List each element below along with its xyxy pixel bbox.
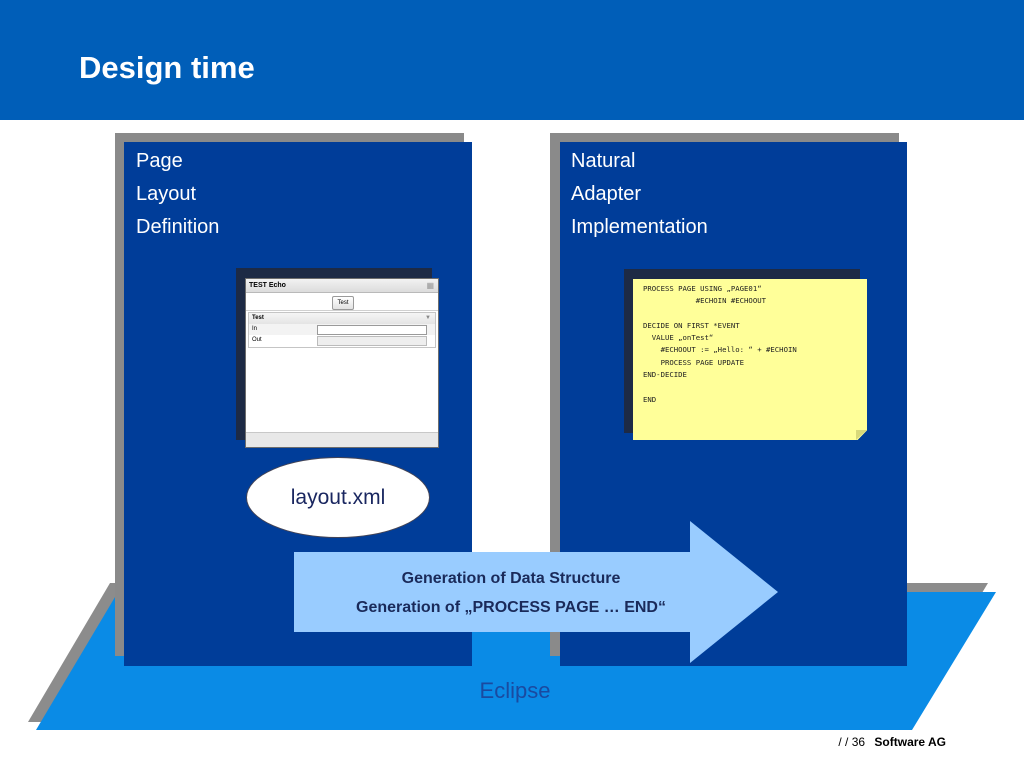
left-panel-label: Page Layout Definition [136, 145, 219, 244]
right-label-line-3: Implementation [571, 216, 708, 238]
layout-file-oval: layout.xml [246, 457, 430, 538]
right-label-line-2: Adapter [571, 183, 642, 205]
in-row: In [249, 324, 435, 335]
window-title: TEST Echo [249, 282, 286, 289]
brand-name: Software AG [874, 735, 946, 749]
window-footer [246, 432, 438, 447]
out-row: Out [249, 335, 435, 346]
in-label: In [252, 326, 258, 332]
code-line: END-DECIDE [643, 370, 687, 380]
chevron-down-icon[interactable]: ▼ [425, 315, 431, 321]
test-button[interactable]: Test [332, 296, 354, 310]
arrow-line-2: Generation of „PROCESS PAGE … END“ [356, 599, 666, 616]
page-number: / / 36 [838, 735, 866, 749]
window-titlebar: TEST Echo ▦ [246, 279, 438, 293]
code-line: PROCESS PAGE UPDATE [643, 357, 745, 367]
window-separator [246, 310, 438, 311]
test-group-header[interactable]: Test ▼ [249, 313, 435, 324]
code-line: #ECHOOUT := „Hello: “ + #ECHOIN [643, 345, 797, 355]
slide-title: Design time [79, 50, 255, 85]
test-group-title: Test [252, 315, 264, 321]
code-line: DECIDE ON FIRST *EVENT [643, 320, 740, 330]
code-line: PROCESS PAGE USING „PAGE01“ [643, 284, 762, 293]
slide-header: Design time [0, 0, 1024, 120]
left-label-line-1: Page [136, 150, 183, 172]
slide-footer: / / 36 Software AG [838, 735, 946, 749]
code-line: VALUE „onTest“ [643, 333, 714, 343]
right-label-line-1: Natural [571, 150, 636, 172]
right-panel-label: Natural Adapter Implementation [571, 145, 708, 244]
code-line: END [643, 394, 657, 404]
out-field [317, 336, 427, 346]
code-line [643, 308, 867, 320]
window-preview: TEST Echo ▦ Test Test ▼ In Out [245, 278, 439, 448]
eclipse-label: Eclipse [479, 678, 551, 703]
code-line: #ECHOIN #ECHOOUT [643, 296, 767, 306]
in-input[interactable] [317, 325, 427, 335]
left-label-line-2: Layout [136, 183, 197, 205]
arrow-line-1: Generation of Data Structure [401, 570, 621, 587]
code-note: PROCESS PAGE USING „PAGE01“ #ECHOIN #ECH… [633, 279, 867, 440]
note-page-curl [856, 430, 867, 440]
left-label-line-3: Definition [136, 216, 220, 238]
out-label: Out [252, 337, 262, 343]
window-close-icon[interactable]: ▦ [426, 281, 434, 290]
test-group: Test ▼ In Out [248, 312, 436, 348]
code-line [643, 381, 867, 393]
